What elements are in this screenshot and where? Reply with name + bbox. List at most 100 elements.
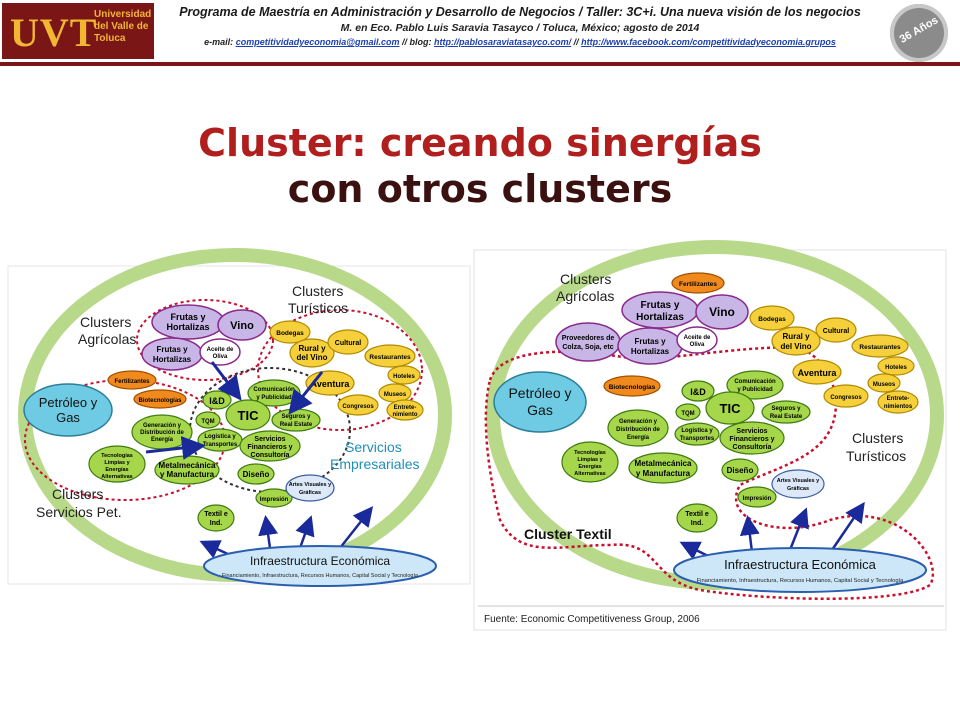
logo-text: UVT [10,10,98,55]
right-node-logistica [674,422,720,446]
right-node-fertilizantes [671,272,725,294]
header-text: Programa de Maestría en Administración y… [160,4,880,49]
right-node-bodegas [749,305,795,331]
right-text-id: I&D [690,387,706,397]
slide-title: Cluster: creando sinergías con otros clu… [0,120,960,212]
right-node-aventura [792,359,842,385]
left-arrow-1 [210,361,242,401]
right-node-petroleo [493,371,587,433]
right-text-biotecnologias: Biotecnologías [609,384,656,391]
left-text-museos: Museos [384,392,407,398]
left-agri-outline [136,299,274,381]
left-text-id: I&D [209,396,225,406]
university-logo: UVT Universidad del Valle de Toluca [2,3,154,59]
left-text-aventura: Aventura [311,379,351,389]
left-node-congresos [337,394,379,416]
right-text-aventura: Aventura [798,368,838,378]
blog-prefix: // blog: [402,37,432,47]
right-node-museos [867,373,901,393]
right-node-congresos [823,384,869,408]
right-node-diseno [721,458,759,482]
left-text-biotecnologias: Biotecnologías [138,398,182,404]
right-node-tic [705,391,755,425]
left-node-restaurantes [364,344,416,368]
left-node-cultural [327,329,369,355]
left-arrow-6 [295,515,315,549]
left-node-aceite [199,338,241,366]
left-text-restaurantes: Restaurantes [369,354,411,361]
header-contacts: e-mail: competitividadyeconomia@gmail.co… [160,36,880,49]
header-author: M. en Eco. Pablo Luis Saravia Tasayco / … [340,22,700,34]
left-node-rural [289,338,335,368]
right-node-impresion [737,486,777,508]
facebook-link[interactable]: http://www.facebook.com/competitividadye… [581,37,836,47]
left-text-impresion: Impresión [260,497,289,503]
right-node-comunicacion [726,370,784,400]
left-text-vino: Vino [230,320,254,332]
left-node-entretenimiento [386,399,424,421]
left-node-vino [217,309,267,341]
slide-header: UVT Universidad del Valle de Toluca Prog… [0,0,960,66]
left-arrow-5 [258,515,279,549]
blog-link[interactable]: http://pablosaraviatasayco.com/ [434,37,572,47]
source-note: Fuente: Economic Competitiveness Group, … [484,614,700,625]
left-arrow-4 [199,540,231,559]
right-text-museos: Museos [873,382,896,388]
left-arrow-7 [339,506,374,549]
left-node-biotecnologias [133,389,187,409]
email-link[interactable]: competitividadyeconomia@gmail.com [235,37,400,47]
right-node-entretenimiento [877,390,919,414]
left-text-tic: TIC [238,408,260,423]
left-text-tqm: TQM [201,419,214,425]
left-node-artes [285,474,335,502]
right-arrow-2 [739,515,760,553]
left-node-fertilizantes [107,370,157,390]
left-node-servicios-fin [239,430,301,462]
email-prefix: e-mail: [204,37,234,47]
left-node-tic [225,399,271,431]
left-node-tqm [195,411,221,429]
title-line-1: Cluster: creando sinergías [198,121,762,165]
left-node-tecnologias [88,445,146,483]
right-text-congresos: Congresos [830,395,862,401]
right-node-tqm [675,403,701,421]
left-text-diseno: Diseño [243,470,270,479]
right-text-infra-sub: Financiamiento, Infraestructura, Recurso… [697,578,905,584]
right-text-bodegas: Bodegas [758,316,786,323]
right-text-infra: Infraestructura Económica [724,557,877,572]
left-text-infra-sub: Financiamiento, Infraestructura, Recurso… [222,573,419,579]
left-text-bodegas: Bodegas [276,330,304,337]
right-node-cultural [815,317,857,343]
right-node-id [681,380,715,402]
right-text-tqm: TQM [681,411,694,417]
right-text-restaurantes: Restaurantes [859,344,901,351]
left-text-congresos: Congresos [342,404,374,410]
right-node-infra [673,547,927,593]
